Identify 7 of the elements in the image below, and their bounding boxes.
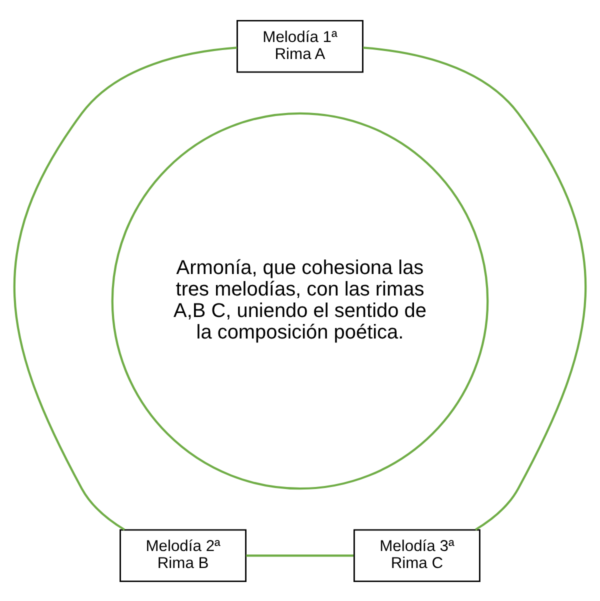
connector	[246, 554, 354, 556]
node-box: Melodía 3ª Rima C	[353, 528, 480, 582]
node-circle: Armonía, que cohesiona las tres melodías, con las rimas A,B C, uniendo el sentido de la composición poética.	[111, 112, 489, 490]
node-box: Melodía 2ª Rima B	[120, 528, 246, 582]
connector	[14, 46, 238, 530]
connector	[362, 46, 586, 530]
node-box: Melodía 1ª Rima A	[236, 20, 364, 72]
